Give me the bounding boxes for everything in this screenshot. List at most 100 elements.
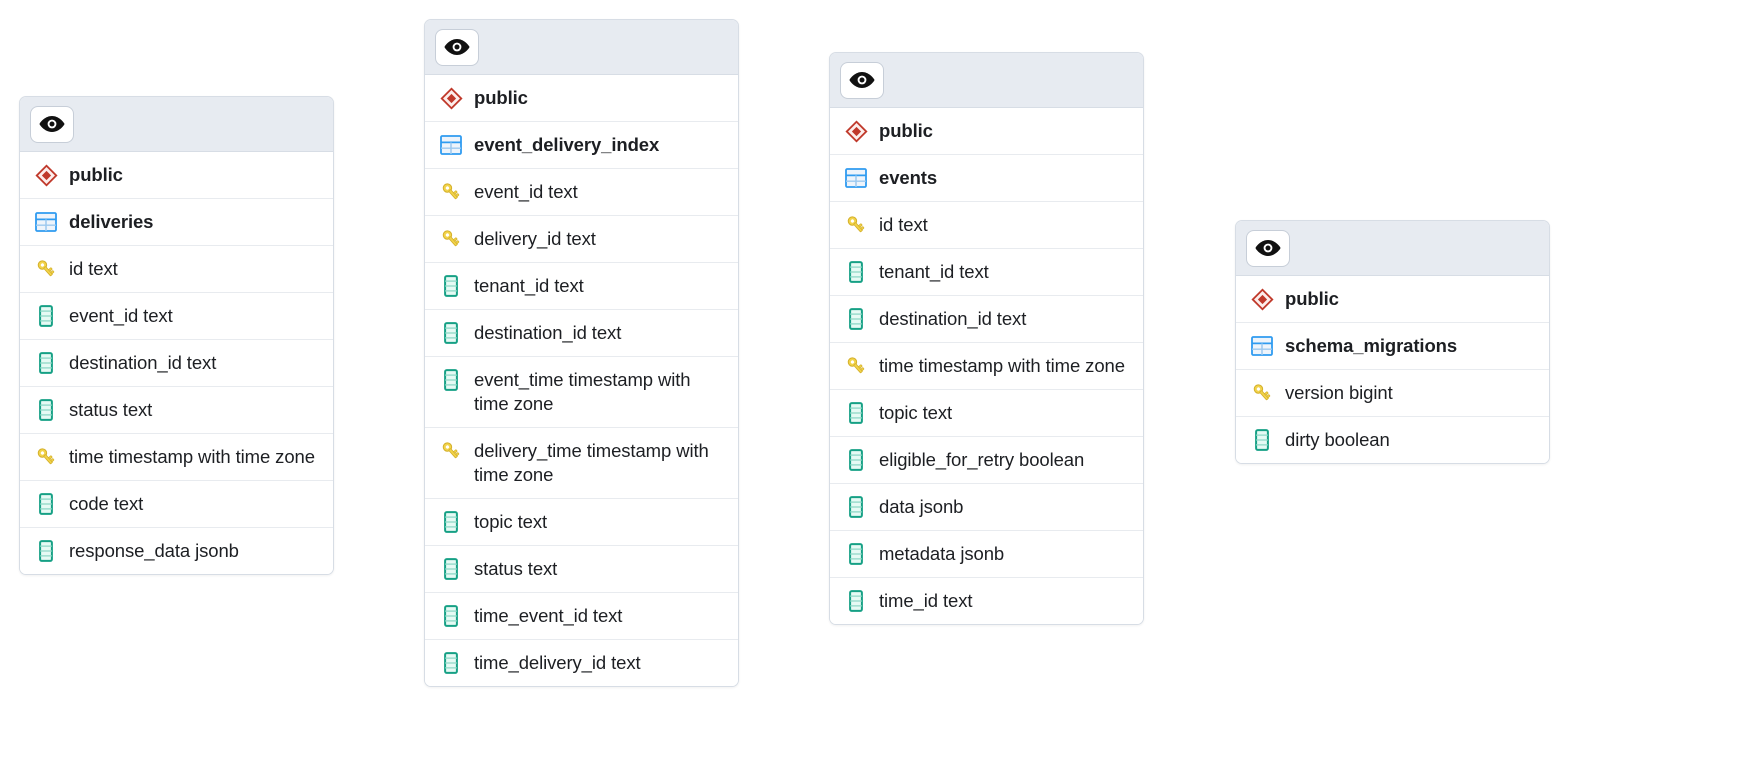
column-icon: [849, 449, 863, 471]
schema-name: public: [1285, 288, 1339, 309]
column-label: time_delivery_id text: [474, 652, 641, 673]
column-row[interactable]: topic text: [830, 390, 1143, 437]
table-row[interactable]: event_delivery_index: [425, 122, 738, 169]
column-icon: [34, 352, 58, 374]
column-row[interactable]: time timestamp with time zone: [830, 343, 1143, 390]
column-row[interactable]: tenant_id text: [425, 263, 738, 310]
key-icon: [37, 260, 55, 277]
key-icon: [439, 440, 463, 462]
schema-row[interactable]: public: [830, 108, 1143, 155]
table-grid-icon: [34, 211, 58, 233]
column-row[interactable]: event_id text: [20, 293, 333, 340]
column-icon: [444, 369, 458, 391]
key-icon: [1253, 384, 1271, 401]
column-icon: [849, 261, 863, 283]
visibility-toggle-button[interactable]: [435, 28, 479, 66]
column-icon: [849, 308, 863, 330]
column-row[interactable]: status text: [425, 546, 738, 593]
column-row[interactable]: eligible_for_retry boolean: [830, 437, 1143, 484]
key-icon: [439, 228, 463, 250]
card-header: [830, 53, 1143, 108]
column-label: version bigint: [1285, 382, 1393, 403]
column-icon: [844, 496, 868, 518]
card-header: [1236, 221, 1549, 276]
column-row[interactable]: event_id text: [425, 169, 738, 216]
schema-row[interactable]: public: [1236, 276, 1549, 323]
column-icon: [849, 402, 863, 424]
schema-diamond-icon: [34, 163, 58, 187]
column-row[interactable]: time timestamp with time zone: [20, 434, 333, 481]
column-icon: [844, 449, 868, 471]
visibility-toggle-button[interactable]: [840, 61, 884, 99]
column-row[interactable]: topic text: [425, 499, 738, 546]
column-label: topic text: [879, 402, 953, 423]
table-row[interactable]: deliveries: [20, 199, 333, 246]
column-icon: [1255, 429, 1269, 451]
column-icon: [849, 543, 863, 565]
table-grid-icon: [845, 168, 867, 188]
column-label: response_data jsonb: [69, 540, 239, 561]
column-row[interactable]: delivery_time timestamp with time zone: [425, 428, 738, 499]
column-icon: [444, 605, 458, 627]
table-grid-icon: [439, 134, 463, 156]
column-row[interactable]: version bigint: [1236, 370, 1549, 417]
column-icon: [39, 493, 53, 515]
column-label: status text: [69, 399, 153, 420]
column-row[interactable]: destination_id text: [830, 296, 1143, 343]
column-icon: [439, 275, 463, 297]
column-row[interactable]: destination_id text: [425, 310, 738, 357]
column-icon: [439, 605, 463, 627]
column-icon: [1250, 429, 1274, 451]
column-icon: [444, 511, 458, 533]
key-icon: [439, 181, 463, 203]
column-row[interactable]: code text: [20, 481, 333, 528]
column-label: dirty boolean: [1285, 429, 1390, 450]
schema-row[interactable]: public: [20, 152, 333, 199]
table-row[interactable]: events: [830, 155, 1143, 202]
column-row[interactable]: response_data jsonb: [20, 528, 333, 574]
column-row[interactable]: tenant_id text: [830, 249, 1143, 296]
column-row[interactable]: time_id text: [830, 578, 1143, 624]
column-row[interactable]: dirty boolean: [1236, 417, 1549, 463]
column-icon: [844, 261, 868, 283]
schema-diamond-icon: [844, 119, 868, 143]
column-label: time timestamp with time zone: [879, 355, 1125, 376]
column-row[interactable]: event_time timestamp with time zone: [425, 357, 738, 428]
table-name: event_delivery_index: [474, 134, 660, 155]
column-label: event_time timestamp with time zone: [474, 369, 691, 414]
column-row[interactable]: id text: [830, 202, 1143, 249]
column-row[interactable]: delivery_id text: [425, 216, 738, 263]
column-icon: [34, 305, 58, 327]
schema-row[interactable]: public: [425, 75, 738, 122]
eye-icon: [39, 116, 65, 132]
eye-icon: [1255, 240, 1281, 256]
key-icon: [442, 442, 460, 459]
table-grid-icon: [1250, 335, 1274, 357]
column-label: tenant_id text: [879, 261, 989, 282]
key-icon: [442, 230, 460, 247]
visibility-toggle-button[interactable]: [1246, 229, 1290, 267]
column-row[interactable]: destination_id text: [20, 340, 333, 387]
schema-diamond-icon: [439, 86, 463, 110]
column-icon: [849, 496, 863, 518]
column-row[interactable]: metadata jsonb: [830, 531, 1143, 578]
column-row[interactable]: time_event_id text: [425, 593, 738, 640]
key-icon: [847, 216, 865, 233]
column-icon: [444, 652, 458, 674]
column-icon: [439, 652, 463, 674]
column-label: eligible_for_retry boolean: [879, 449, 1085, 470]
schema-diamond-icon: [34, 163, 58, 187]
schema-name: public: [879, 120, 933, 141]
column-label: time_id text: [879, 590, 973, 611]
column-row[interactable]: data jsonb: [830, 484, 1143, 531]
table-row[interactable]: schema_migrations: [1236, 323, 1549, 370]
column-row[interactable]: time_delivery_id text: [425, 640, 738, 686]
visibility-toggle-button[interactable]: [30, 105, 74, 143]
column-icon: [39, 305, 53, 327]
column-row[interactable]: status text: [20, 387, 333, 434]
column-row[interactable]: id text: [20, 246, 333, 293]
